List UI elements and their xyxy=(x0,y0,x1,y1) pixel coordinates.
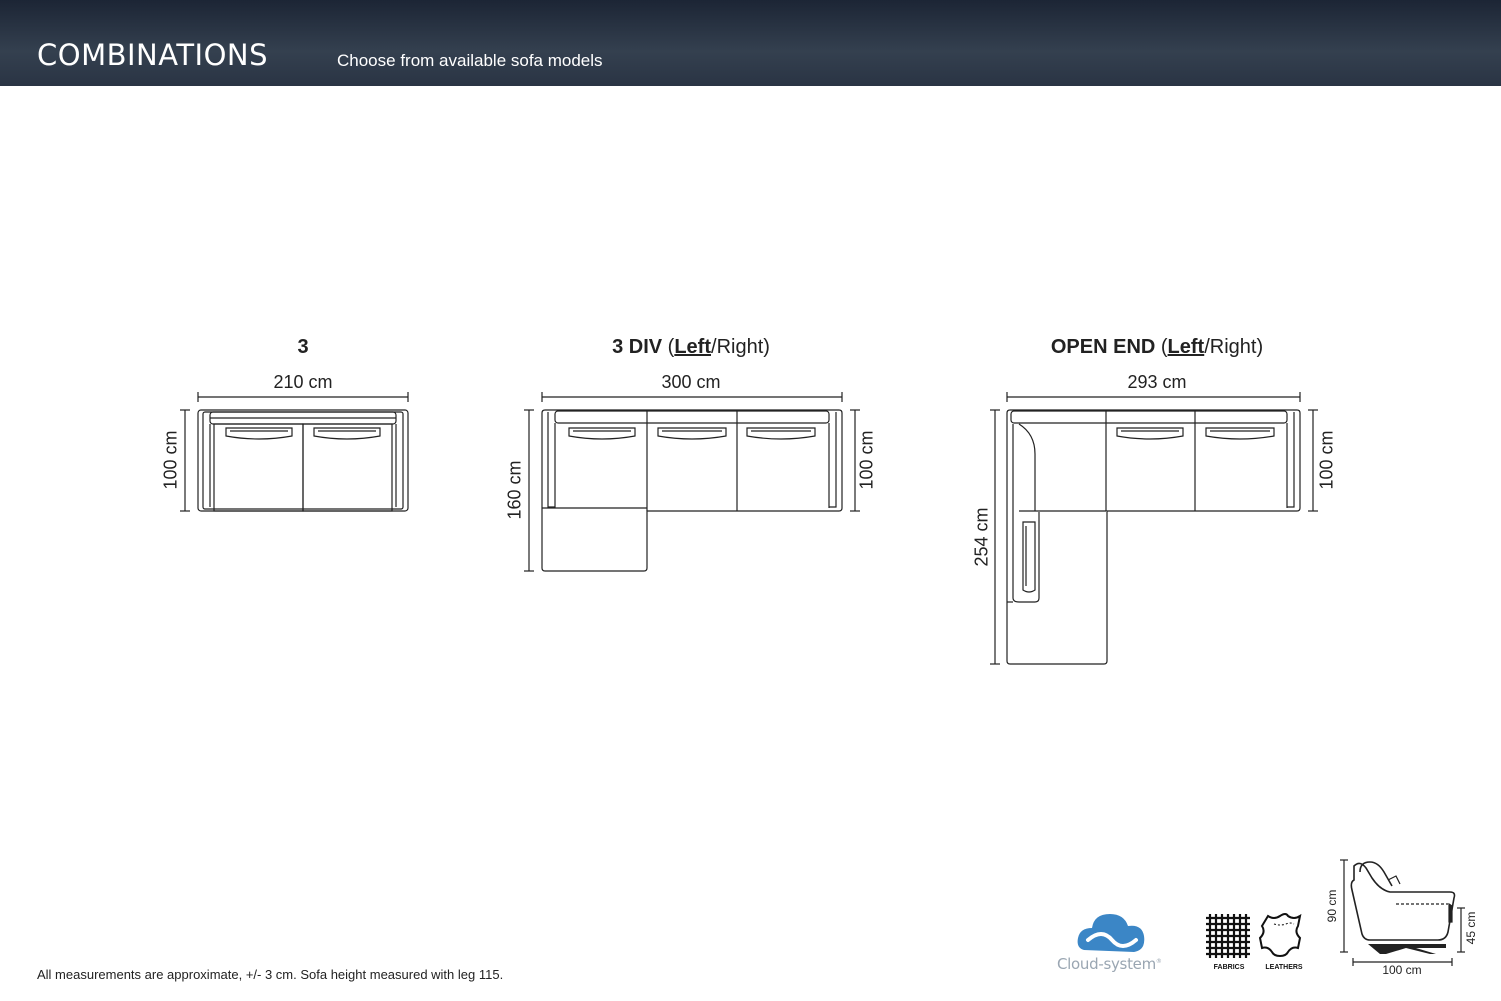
cloud-system-logo-icon xyxy=(1077,914,1145,952)
combo-title-open-end: OPEN END (Left/Right) xyxy=(1051,336,1263,359)
cloud-system-logo-text: Cloud-system® xyxy=(1057,955,1162,973)
sofa-open-end-diagram xyxy=(990,392,1318,665)
combo-name: 3 xyxy=(297,336,309,358)
width-label: 293 cm xyxy=(1127,372,1187,392)
paren: ( xyxy=(662,336,675,358)
combo-title-3: 3 xyxy=(297,336,308,359)
leathers-label: LEATHERS xyxy=(1265,964,1303,971)
chair-side-view-icon xyxy=(1340,859,1465,966)
fabrics-icon xyxy=(1206,914,1250,958)
logo-registered-mark: ® xyxy=(1155,958,1162,965)
page-title: COMBINATIONS xyxy=(37,38,269,72)
paren: ( xyxy=(1155,336,1168,358)
leathers-icon xyxy=(1258,913,1302,958)
logo-text: Cloud-system xyxy=(1057,955,1156,973)
chair-seat-height-label: 45 cm xyxy=(1464,911,1478,945)
page-header: COMBINATIONS Choose from available sofa … xyxy=(0,0,1501,86)
width-label: 300 cm xyxy=(661,372,721,392)
page-subtitle: Choose from available sofa models xyxy=(337,51,603,70)
sofa-3-div-diagram xyxy=(524,392,860,572)
chair-width-label: 100 cm xyxy=(1382,963,1422,977)
width-label: 210 cm xyxy=(273,372,333,392)
combo-name: OPEN END xyxy=(1050,336,1156,358)
side-right-link[interactable]: /Right) xyxy=(711,336,770,358)
sofa-3-diagram xyxy=(180,392,409,512)
chair-base-icon xyxy=(1368,944,1446,954)
measurement-disclaimer: All measurements are approximate, +/- 3 … xyxy=(37,967,504,982)
chair-height-label: 90 cm xyxy=(1325,889,1339,923)
combo-title-3-div: 3 DIV (Left/Right) xyxy=(612,336,770,359)
fabrics-label: FABRICS xyxy=(1213,964,1245,971)
side-left-link[interactable]: Left xyxy=(1167,336,1205,358)
combo-name: 3 DIV xyxy=(612,336,663,358)
side-left-link[interactable]: Left xyxy=(674,336,712,358)
side-right-link[interactable]: /Right) xyxy=(1204,336,1264,358)
